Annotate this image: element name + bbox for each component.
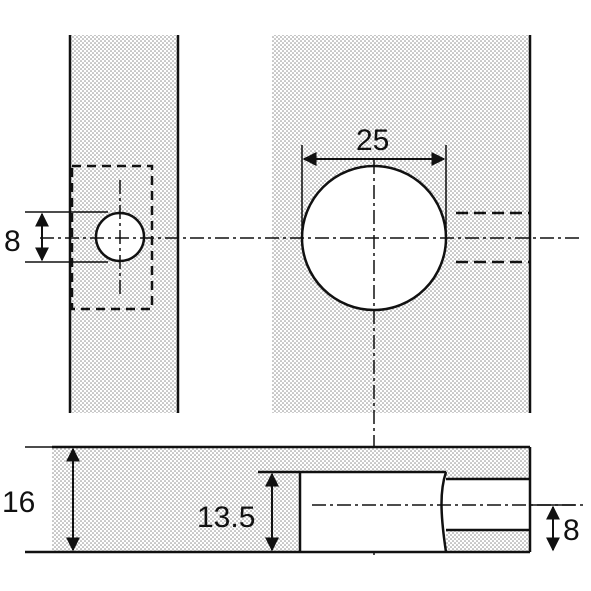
dimension-small-hole: 8 bbox=[4, 211, 108, 263]
section-view bbox=[25, 445, 585, 554]
dimension-label-small-hole: 8 bbox=[4, 225, 21, 258]
dimension-label-cup-diameter: 25 bbox=[356, 124, 389, 157]
dimension-dowel-diameter: 8 bbox=[530, 504, 580, 552]
left-panel-top-view bbox=[68, 35, 180, 413]
dimension-panel-thickness: 16 bbox=[2, 446, 80, 552]
dimension-label-dowel-diameter: 8 bbox=[563, 514, 580, 547]
dimension-label-cup-depth: 13.5 bbox=[197, 501, 255, 534]
dimension-cup-depth: 13.5 bbox=[197, 472, 279, 552]
right-panel-top-view bbox=[272, 35, 532, 413]
dimension-label-panel-thickness: 16 bbox=[2, 486, 35, 519]
dimension-cup-diameter: 25 bbox=[301, 124, 447, 238]
cup-cutout bbox=[300, 472, 446, 552]
